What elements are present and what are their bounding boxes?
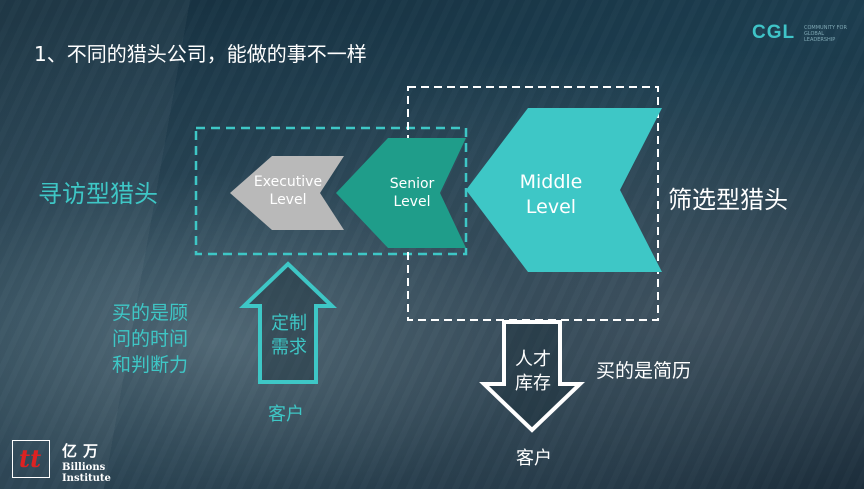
senior-level-line2: Level bbox=[393, 194, 431, 211]
left-description: 买的是顾 问的时间 和判断力 bbox=[112, 300, 188, 378]
screening-headhunter-label: 筛选型猎头 bbox=[668, 186, 788, 214]
executive-level-arrow bbox=[230, 156, 344, 230]
middle-level-arrow bbox=[466, 108, 662, 272]
cgl-logo: CGL COMMUNITY FOR GLOBAL LEADERSHIP bbox=[752, 22, 852, 48]
billions-logo-cn: 亿万 bbox=[62, 442, 105, 460]
search-headhunter-label: 寻访型猎头 bbox=[38, 180, 158, 208]
senior-level-arrow bbox=[336, 138, 466, 248]
talent-inventory-line2: 库存 bbox=[515, 373, 551, 394]
left-description-line1: 买的是顾 bbox=[112, 302, 189, 324]
talent-inventory-text: 人才 库存 bbox=[510, 348, 556, 396]
senior-level-line1: Senior bbox=[389, 176, 435, 192]
left-description-line3: 和判断力 bbox=[112, 354, 189, 376]
custom-demand-text: 定制 需求 bbox=[268, 312, 310, 360]
custom-demand-line1: 定制 bbox=[271, 313, 307, 334]
custom-demand-up-arrow bbox=[239, 261, 337, 384]
cgl-logo-tagline: COMMUNITY FOR GLOBAL LEADERSHIP bbox=[804, 25, 847, 43]
billions-institute-logo: tt 亿万 Billions Institute bbox=[12, 440, 152, 484]
executive-level-label: Executive Level bbox=[238, 173, 338, 209]
billions-logo-en: Billions Institute bbox=[62, 462, 111, 484]
middle-level-label: Middle Level bbox=[496, 170, 606, 219]
left-description-line2: 问的时间 bbox=[112, 328, 189, 350]
executive-level-line2: Level bbox=[269, 192, 307, 209]
slide-title: 1、不同的猎头公司，能做的事不一样 bbox=[34, 42, 367, 66]
talent-inventory-down-arrow bbox=[479, 320, 585, 433]
senior-level-label: Senior Level bbox=[372, 175, 452, 211]
billions-logo-box: tt bbox=[12, 440, 50, 478]
executive-senior-dashed-box bbox=[194, 126, 468, 256]
talent-inventory-line1: 人才 bbox=[515, 349, 551, 370]
billions-logo-mark: tt bbox=[19, 444, 42, 473]
middle-level-line1: Middle bbox=[519, 171, 583, 193]
custom-demand-line2: 需求 bbox=[271, 337, 307, 358]
right-description: 买的是简历 bbox=[596, 360, 692, 382]
middle-level-line2: Level bbox=[525, 195, 577, 218]
cgl-logo-mark: CGL bbox=[752, 22, 796, 43]
right-client-label: 客户 bbox=[516, 448, 552, 469]
left-client-label: 客户 bbox=[268, 404, 304, 425]
executive-level-line1: Executive bbox=[253, 174, 323, 190]
